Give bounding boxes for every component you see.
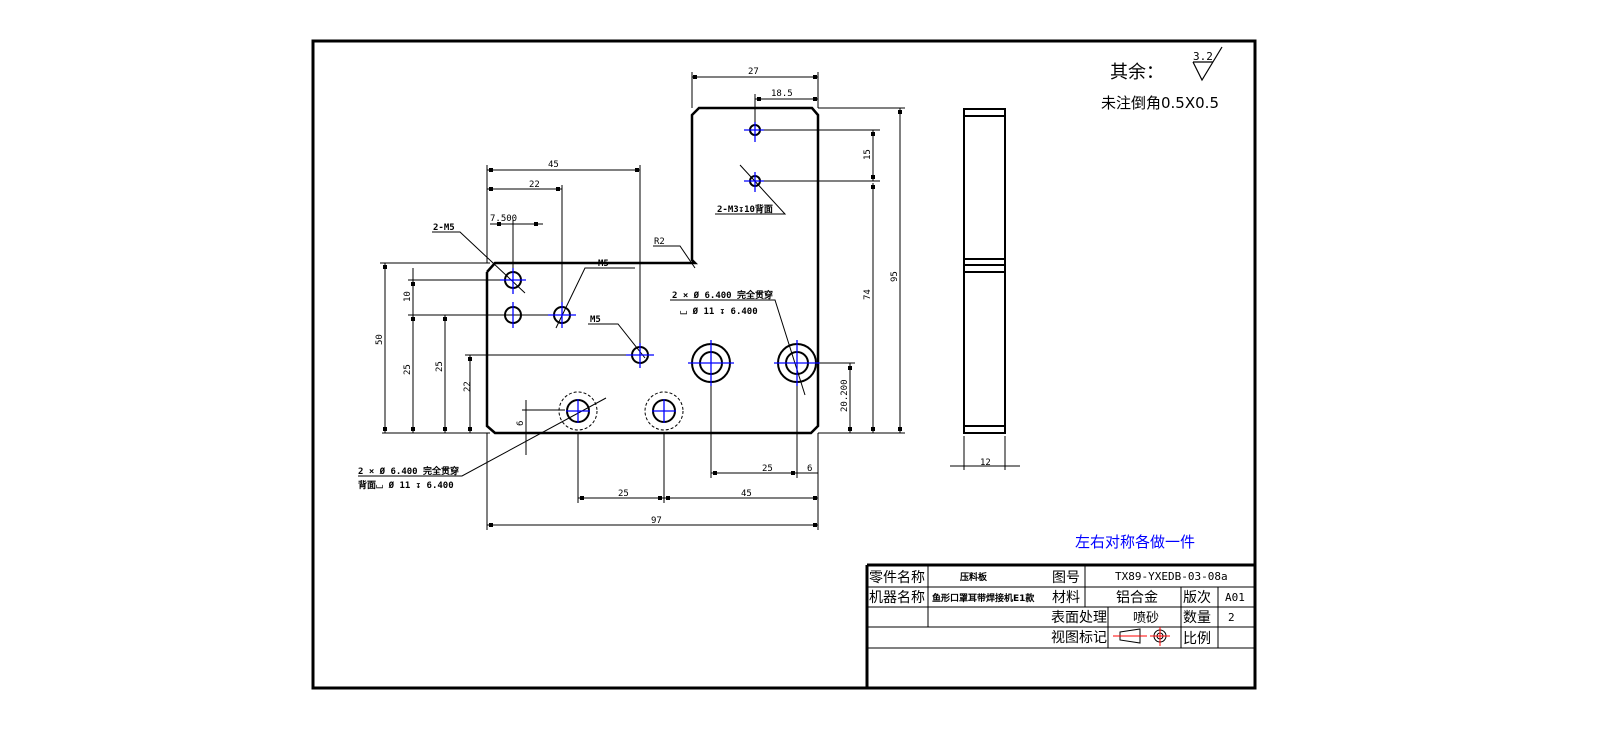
- dim-25-bottom-b: 25: [762, 464, 773, 474]
- title-block: 零件名称 压料板 图号 TX89-YXEDB-03-08a 机器名称 鱼形口罩耳…: [865, 563, 1255, 688]
- roughness-symbol-icon: 3.2: [1192, 46, 1223, 82]
- dim-15: 15: [863, 149, 873, 160]
- centerlines: [500, 122, 820, 423]
- dim-74: 74: [863, 289, 873, 300]
- dim-r2: R2: [654, 237, 665, 247]
- dim-7-5: 7.500: [490, 214, 517, 224]
- revision-label: 版次: [1183, 590, 1211, 606]
- dim-20-2: 20.200: [840, 379, 850, 412]
- roughness-label: 其余：: [1110, 62, 1164, 83]
- machine-name-label: 机器名称: [869, 590, 925, 606]
- part-name-label: 零件名称: [869, 570, 925, 586]
- dim-45-top: 45: [548, 160, 559, 170]
- dim-6-left: 6: [516, 421, 526, 426]
- dim-50: 50: [375, 334, 385, 345]
- material-value: 铝合金: [1116, 590, 1158, 606]
- drawing-no-label: 图号: [1052, 570, 1080, 586]
- quantity-value: 2: [1228, 611, 1235, 624]
- quantity-label: 数量: [1183, 610, 1211, 626]
- dim-25-left-b: 25: [435, 361, 445, 372]
- part-outline: [485, 106, 820, 435]
- dim-22-left: 22: [463, 381, 473, 392]
- drawing-no-value: TX89-YXEDB-03-08a: [1115, 570, 1228, 583]
- material-label: 材料: [1052, 590, 1080, 606]
- view-label: 视图标记: [1051, 630, 1107, 646]
- callout-cbore-right-1: 2 × Ø 6.400 完全贯穿: [672, 289, 773, 301]
- projection-symbol-icon: [1113, 627, 1170, 646]
- surface-label: 表面处理: [1051, 610, 1107, 626]
- callout-cbore-right-2: ⌴ Ø 11 ↧ 6.400: [680, 306, 758, 317]
- dim-97: 97: [651, 516, 662, 526]
- dim-12: 12: [980, 458, 991, 468]
- callout-m5-b: M5: [590, 315, 601, 325]
- dimension-arrows: [383, 75, 902, 527]
- dim-45-bottom: 45: [741, 489, 752, 499]
- machine-name-value: 鱼形口罩耳带焊接机E1款: [932, 592, 1035, 604]
- callout-cbore-left-1: 2 × Ø 6.400 完全贯穿: [358, 465, 459, 477]
- hidden-counterbores: [558, 391, 684, 431]
- dimension-lines: [358, 72, 1020, 530]
- chamfer-note: 未注倒角0.5X0.5: [1101, 94, 1219, 112]
- callout-cbore-left-2: 背面⌴ Ø 11 ↧ 6.400: [358, 479, 454, 491]
- part-name-value: 压料板: [960, 571, 988, 583]
- dim-22-top: 22: [529, 180, 540, 190]
- callout-2-m5: 2-M5: [433, 223, 455, 233]
- callout-2-m3: 2-M3↧10背面: [717, 203, 773, 215]
- scale-label: 比例: [1183, 631, 1211, 647]
- dim-25-bottom-a: 25: [618, 489, 629, 499]
- callout-m5-a: M5: [598, 259, 609, 269]
- surface-value: 喷砂: [1133, 611, 1159, 626]
- dim-18-5: 18.5: [771, 89, 793, 99]
- dim-25-left-a: 25: [403, 364, 413, 375]
- symmetry-note: 左右对称各做一件: [1075, 533, 1195, 551]
- dim-10: 10: [403, 291, 413, 302]
- dim-27: 27: [748, 67, 759, 77]
- dim-6-bottom: 6: [807, 464, 812, 474]
- revision-value: A01: [1225, 591, 1245, 604]
- side-view: [963, 108, 1006, 434]
- dim-95: 95: [890, 271, 900, 282]
- roughness-value: 3.2: [1193, 50, 1213, 63]
- drawing-border: [311, 39, 1257, 690]
